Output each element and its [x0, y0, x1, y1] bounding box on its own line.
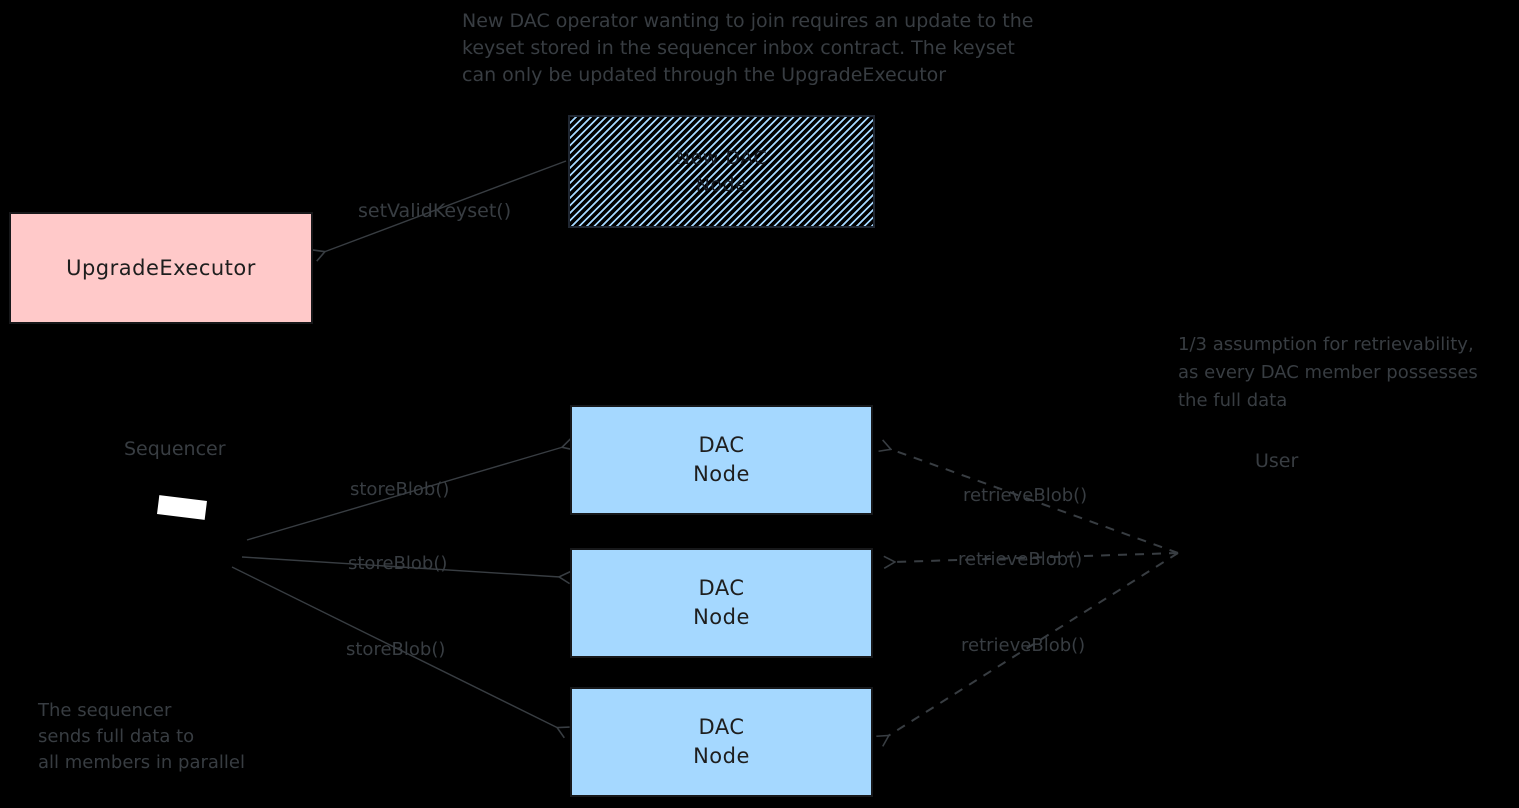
retrieve-blob-arrow-2	[894, 552, 1179, 562]
store-blob-arrow-3	[231, 566, 558, 728]
parallel-note-line: sends full data to	[38, 726, 195, 747]
dac-node-label-line: Node	[693, 605, 750, 629]
set-valid-keyset-label: setValidKeyset()	[358, 200, 512, 222]
top-note: New DAC operator wanting to join require…	[462, 8, 1033, 89]
retrieve-blob-label-2: retrieveBlob()	[958, 549, 1083, 570]
top-note-line: New DAC operator wanting to join require…	[462, 10, 1034, 32]
sequencer-label: Sequencer	[124, 438, 226, 460]
assumption-note-line: the full data	[1178, 390, 1288, 411]
new-dac-node-label-line: New DAC	[675, 146, 768, 169]
upgrade-executor-label: UpgradeExecutor	[66, 255, 256, 280]
assumption-note-line: 1/3 assumption for retrievability,	[1178, 334, 1474, 355]
dac-node-box-3: DAC Node	[570, 687, 873, 797]
top-note-line: can only be updated through the UpgradeE…	[462, 64, 947, 86]
set-valid-keyset-arrow	[324, 160, 567, 252]
store-blob-label-2: storeBlob()	[348, 553, 448, 574]
dac-node-label-line: DAC	[698, 433, 745, 457]
dac-node-box-2: DAC Node	[570, 548, 873, 658]
retrieve-blob-label-3: retrieveBlob()	[961, 635, 1086, 656]
parallel-note: The sequencer sends full data to all mem…	[38, 698, 245, 776]
top-note-line: keyset stored in the sequencer inbox con…	[462, 37, 1015, 59]
parallel-note-line: The sequencer	[38, 700, 172, 721]
assumption-note-line: as every DAC member possesses	[1178, 362, 1478, 383]
user-label: User	[1255, 450, 1299, 472]
retrieve-blob-arrow-1	[890, 449, 1179, 554]
store-blob-label-1: storeBlob()	[350, 479, 450, 500]
parallel-note-line: all members in parallel	[38, 752, 245, 773]
assumption-note: 1/3 assumption for retrievability, as ev…	[1178, 331, 1478, 415]
retrieve-blob-label-1: retrieveBlob()	[963, 485, 1088, 506]
dac-node-box-1: DAC Node	[570, 405, 873, 515]
store-blob-arrow-1	[246, 447, 563, 541]
dac-node-label-line: DAC	[698, 715, 745, 739]
dac-node-label-line: Node	[693, 744, 750, 768]
store-blob-label-3: storeBlob()	[346, 639, 446, 660]
retrieve-blob-arrow-3	[888, 552, 1179, 736]
store-blob-arrow-2	[241, 556, 560, 577]
upgrade-executor-box: UpgradeExecutor	[9, 212, 313, 324]
new-dac-node-label-line: Node	[695, 173, 748, 196]
dac-node-label-line: Node	[693, 462, 750, 486]
dac-node-label-line: DAC	[698, 576, 745, 600]
new-dac-node-box: New DAC Node	[568, 115, 875, 228]
